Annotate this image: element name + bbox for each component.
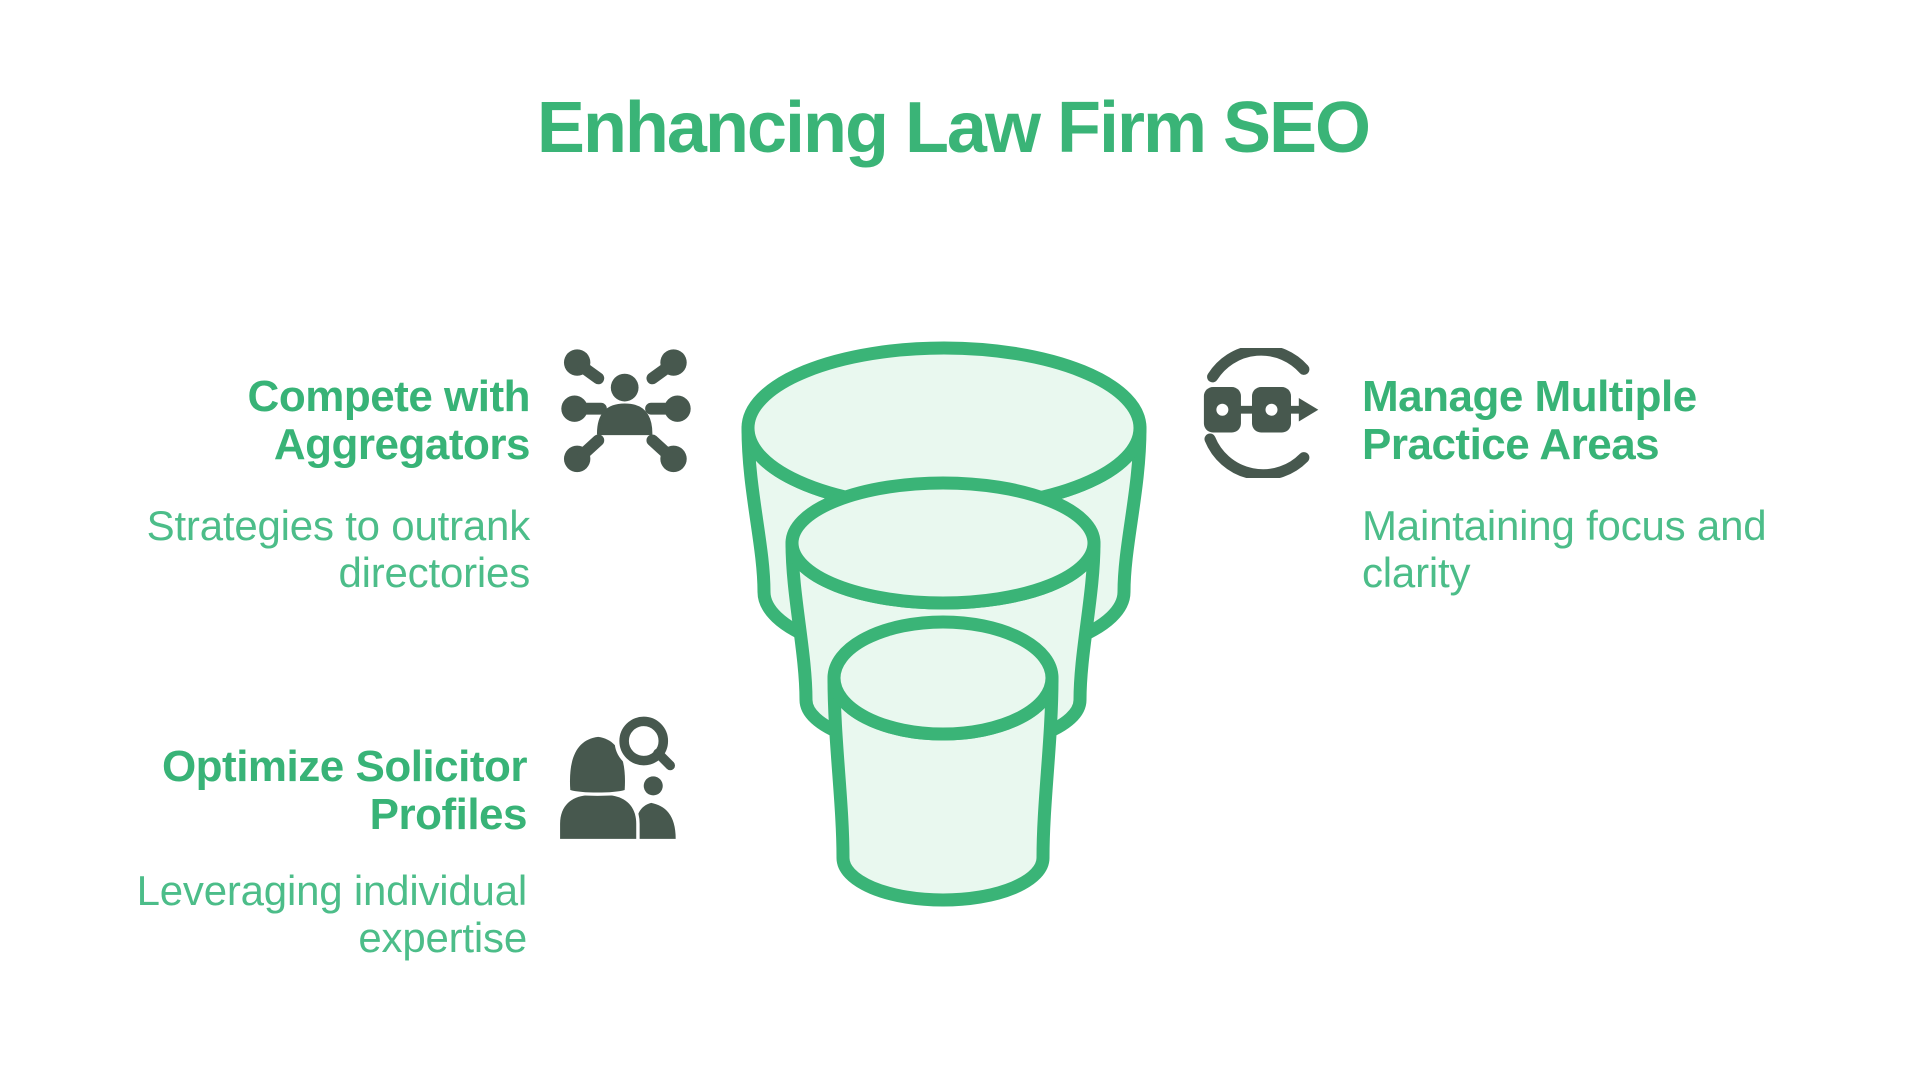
optimize-heading: Optimize Solicitor Profiles [161,742,528,839]
compete-description: Strategies to outrank directories [146,502,531,596]
funnel-level-3 [827,615,1059,907]
manage-heading: Manage Multiple Practice Areas [1362,372,1697,469]
audience-network-icon [561,349,691,473]
compete-heading: Compete with Aggregators [247,372,531,469]
page-title: Enhancing Law Firm SEO [536,88,1371,168]
funnel-graphic [741,341,1147,907]
profile-search-icon [556,711,680,843]
manage-description: Maintaining focus and clarity [1362,502,1767,596]
process-flow-icon [1203,348,1319,478]
optimize-description: Leveraging individual expertise [136,867,528,961]
